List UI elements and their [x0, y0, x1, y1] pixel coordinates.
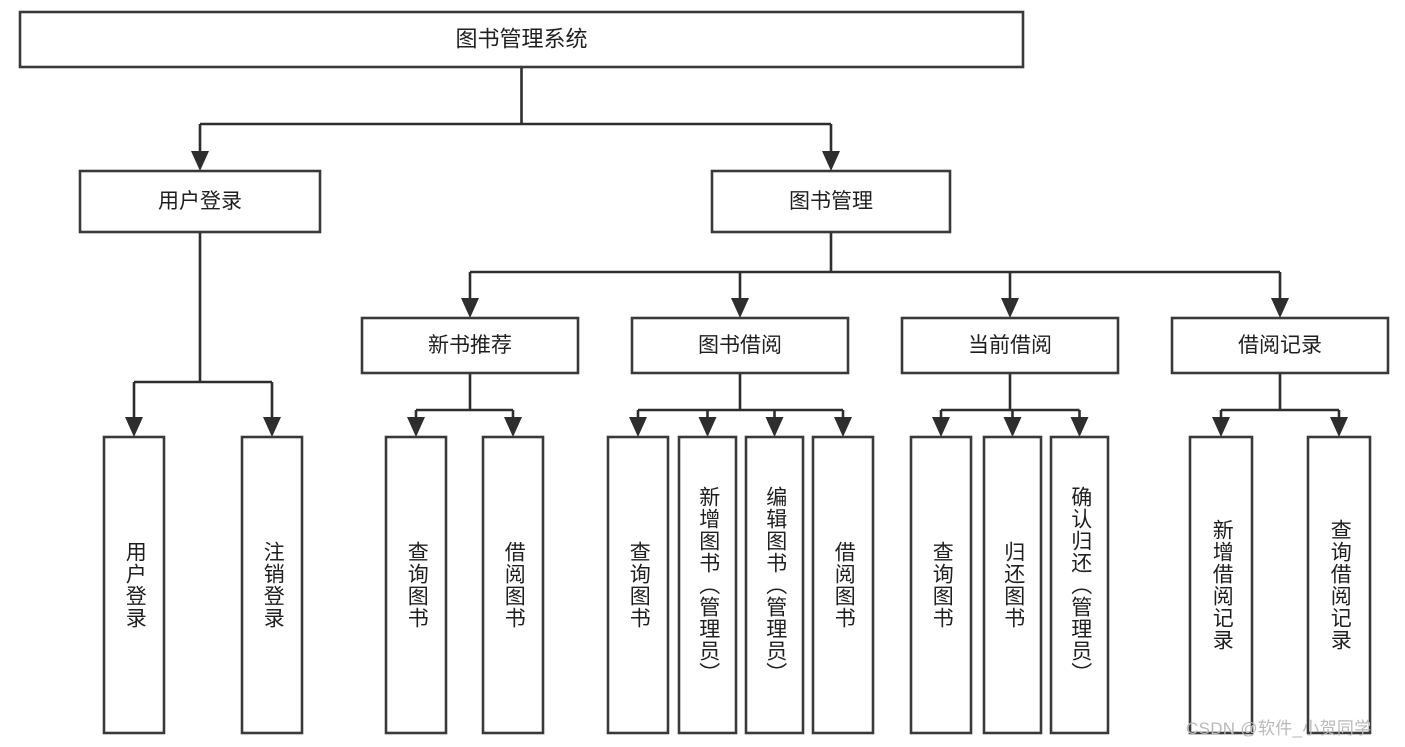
arrow-head-icon [834, 417, 852, 437]
connector-layer [125, 67, 1348, 437]
arrow-head-icon [731, 298, 749, 318]
node-label-level3-3: 借阅记录 [1238, 334, 1322, 357]
arrow-head-icon [1001, 298, 1019, 318]
node-box-leaf-7[interactable] [811, 435, 875, 735]
node-label-level2-1: 图书管理 [789, 190, 873, 213]
page-title: 图书管理系统 [455, 26, 587, 51]
node-box-leaf-0[interactable] [102, 435, 166, 735]
node-box-leaf-3[interactable] [481, 435, 545, 735]
arrow-head-icon [932, 417, 950, 437]
node-box-leaf-5[interactable] [677, 435, 738, 735]
arrow-head-icon [407, 417, 425, 437]
arrow-head-icon [1271, 298, 1289, 318]
node-box-leaf-11[interactable] [1188, 435, 1254, 735]
watermark-text: CSDN @软件_小贺同学 [1186, 719, 1372, 738]
node-box-level3-2[interactable] [900, 316, 1120, 375]
node-label-level3-2: 当前借阅 [968, 334, 1052, 357]
node-box-leaf-10[interactable] [1049, 435, 1110, 735]
arrow-head-icon [1212, 417, 1230, 437]
arrow-head-icon [629, 417, 647, 437]
arrow-head-icon [504, 417, 522, 437]
node-box-level3-1[interactable] [630, 316, 850, 375]
arrow-head-icon [461, 298, 479, 318]
node-label-level3-1: 图书借阅 [698, 334, 782, 357]
arrow-head-icon [698, 417, 717, 437]
node-box-level2-1[interactable] [710, 169, 952, 234]
node-box-leaf-9[interactable] [982, 435, 1043, 735]
node-box-leaf-12[interactable] [1306, 435, 1372, 735]
arrow-head-icon [822, 151, 840, 171]
arrow-head-icon [1070, 417, 1089, 437]
arrow-head-icon [1003, 417, 1022, 437]
node-box-level2-0[interactable] [78, 169, 322, 234]
arrow-head-icon [125, 417, 143, 437]
node-box-leaf-2[interactable] [384, 435, 448, 735]
node-box-level3-0[interactable] [360, 316, 580, 375]
arrow-head-icon [191, 151, 209, 171]
node-box-leaf-6[interactable] [744, 435, 805, 735]
node-box-leaf-1[interactable] [240, 435, 304, 735]
node-box-layer [18, 10, 1390, 735]
node-box-root[interactable] [18, 10, 1025, 69]
node-label-level3-0: 新书推荐 [428, 334, 512, 357]
node-box-leaf-8[interactable] [909, 435, 973, 735]
arrow-head-icon [1330, 417, 1348, 437]
node-box-level3-3[interactable] [1170, 316, 1390, 375]
arrow-head-icon [765, 417, 784, 437]
arrow-head-icon [263, 417, 281, 437]
node-label-level2-0: 用户登录 [158, 190, 242, 213]
node-box-leaf-4[interactable] [606, 435, 670, 735]
